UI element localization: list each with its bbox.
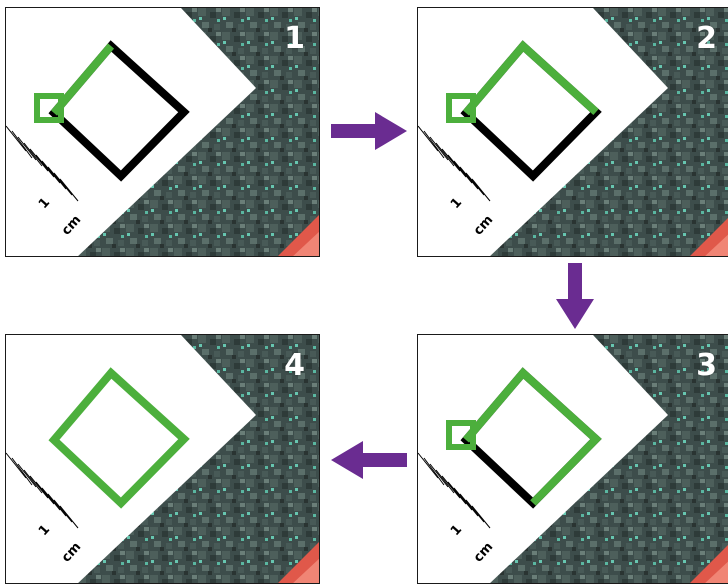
green-square-outline: [48, 367, 190, 509]
green-corner-marker: [446, 93, 476, 123]
green-corner-marker: [446, 420, 476, 450]
ruler: [418, 452, 491, 529]
panel-number-3: 3: [696, 348, 717, 383]
ruler: [6, 125, 79, 202]
arrow-down-icon: [556, 263, 594, 329]
green-edges: [462, 367, 602, 506]
panel-number-2: 2: [696, 21, 717, 56]
panel-number-1: 1: [284, 21, 305, 56]
panel-1-image: [6, 8, 319, 256]
panel-1: 1 1 cm: [5, 7, 320, 257]
ruler: [6, 452, 79, 529]
panel-2-image: [418, 8, 728, 256]
ruler: [418, 125, 491, 202]
arrow-left-icon: [331, 441, 407, 479]
arrow-right-icon: [331, 112, 407, 150]
green-corner-marker: [34, 93, 64, 123]
panel-4: 4 1 cm: [5, 334, 320, 584]
panel-4-image: [6, 335, 319, 583]
panel-number-4: 4: [284, 348, 305, 383]
panel-3-image: [418, 335, 728, 583]
green-edges: [462, 40, 599, 116]
panel-3: 3 1 cm: [417, 334, 728, 584]
panel-2: 2 1 cm: [417, 7, 728, 257]
